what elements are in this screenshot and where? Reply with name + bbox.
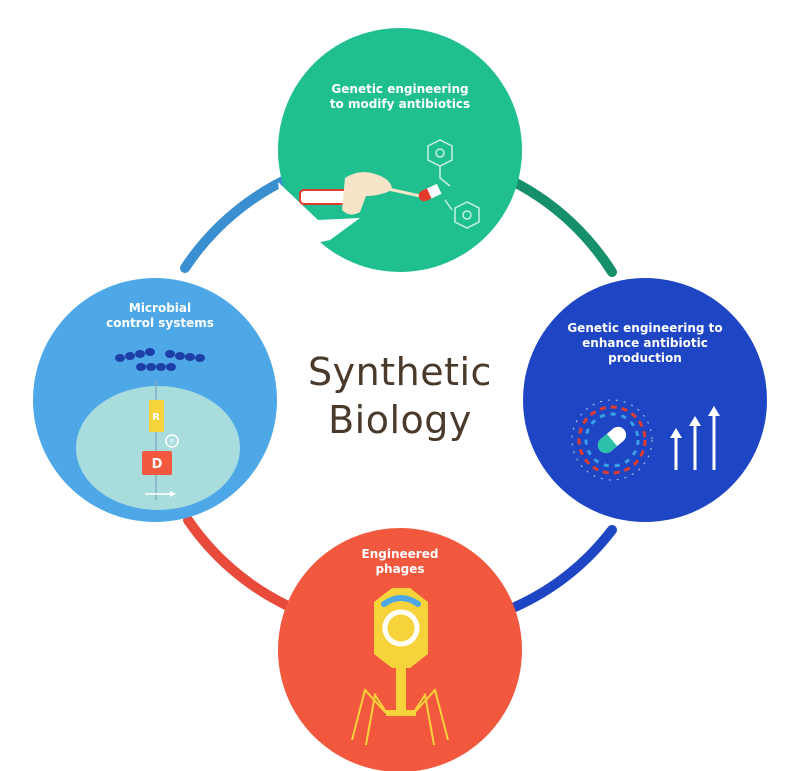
node-label-top: Genetic engineering to modify antibiotic… [320,82,480,112]
node-label-bottom-line-1: Engineered [361,547,439,561]
bead-chain-icon [115,348,205,371]
connector-bottom-left [183,515,291,610]
node-label-right-line-2: enhance antibiotic [582,336,708,350]
node-label-left-line-1: Microbial [128,301,192,315]
node-label-top-line-1: Genetic engineering [331,82,469,96]
node-label-right: Genetic engineering to enhance antibioti… [555,321,735,366]
node-engineered-phages [278,528,522,771]
dna-ring-icon [571,399,653,481]
title-line-1: Synthetic [308,350,492,394]
gene-cassette-icon [142,380,179,500]
diagram-title: Synthetic Biology [270,348,530,444]
node-label-bottom: Engineered phages [340,547,460,577]
title-line-2: Biology [328,398,472,442]
node-microbial-control [33,278,277,522]
hand-icon [299,172,421,215]
node-label-top-line-2: to modify antibiotics [329,97,471,111]
capsule-icon [597,426,627,454]
node-label-right-line-1: Genetic engineering to [567,321,723,335]
node-genetic-engineering-enhance [523,278,767,522]
up-arrow-icon [670,406,720,470]
pill-icon [418,183,442,202]
connector-top-right [511,178,617,277]
connector-left-top [180,170,301,273]
node-label-left: Microbial control systems [95,301,225,331]
node-genetic-engineering-modify [278,28,522,272]
node-label-bottom-line-2: phages [375,562,425,576]
hexagon-molecule-icon [427,139,480,229]
bacteriophage-icon [351,588,449,746]
node-label-right-line-3: production [608,351,682,365]
node-label-left-line-2: control systems [106,316,214,330]
connector-right-bottom [510,525,617,612]
